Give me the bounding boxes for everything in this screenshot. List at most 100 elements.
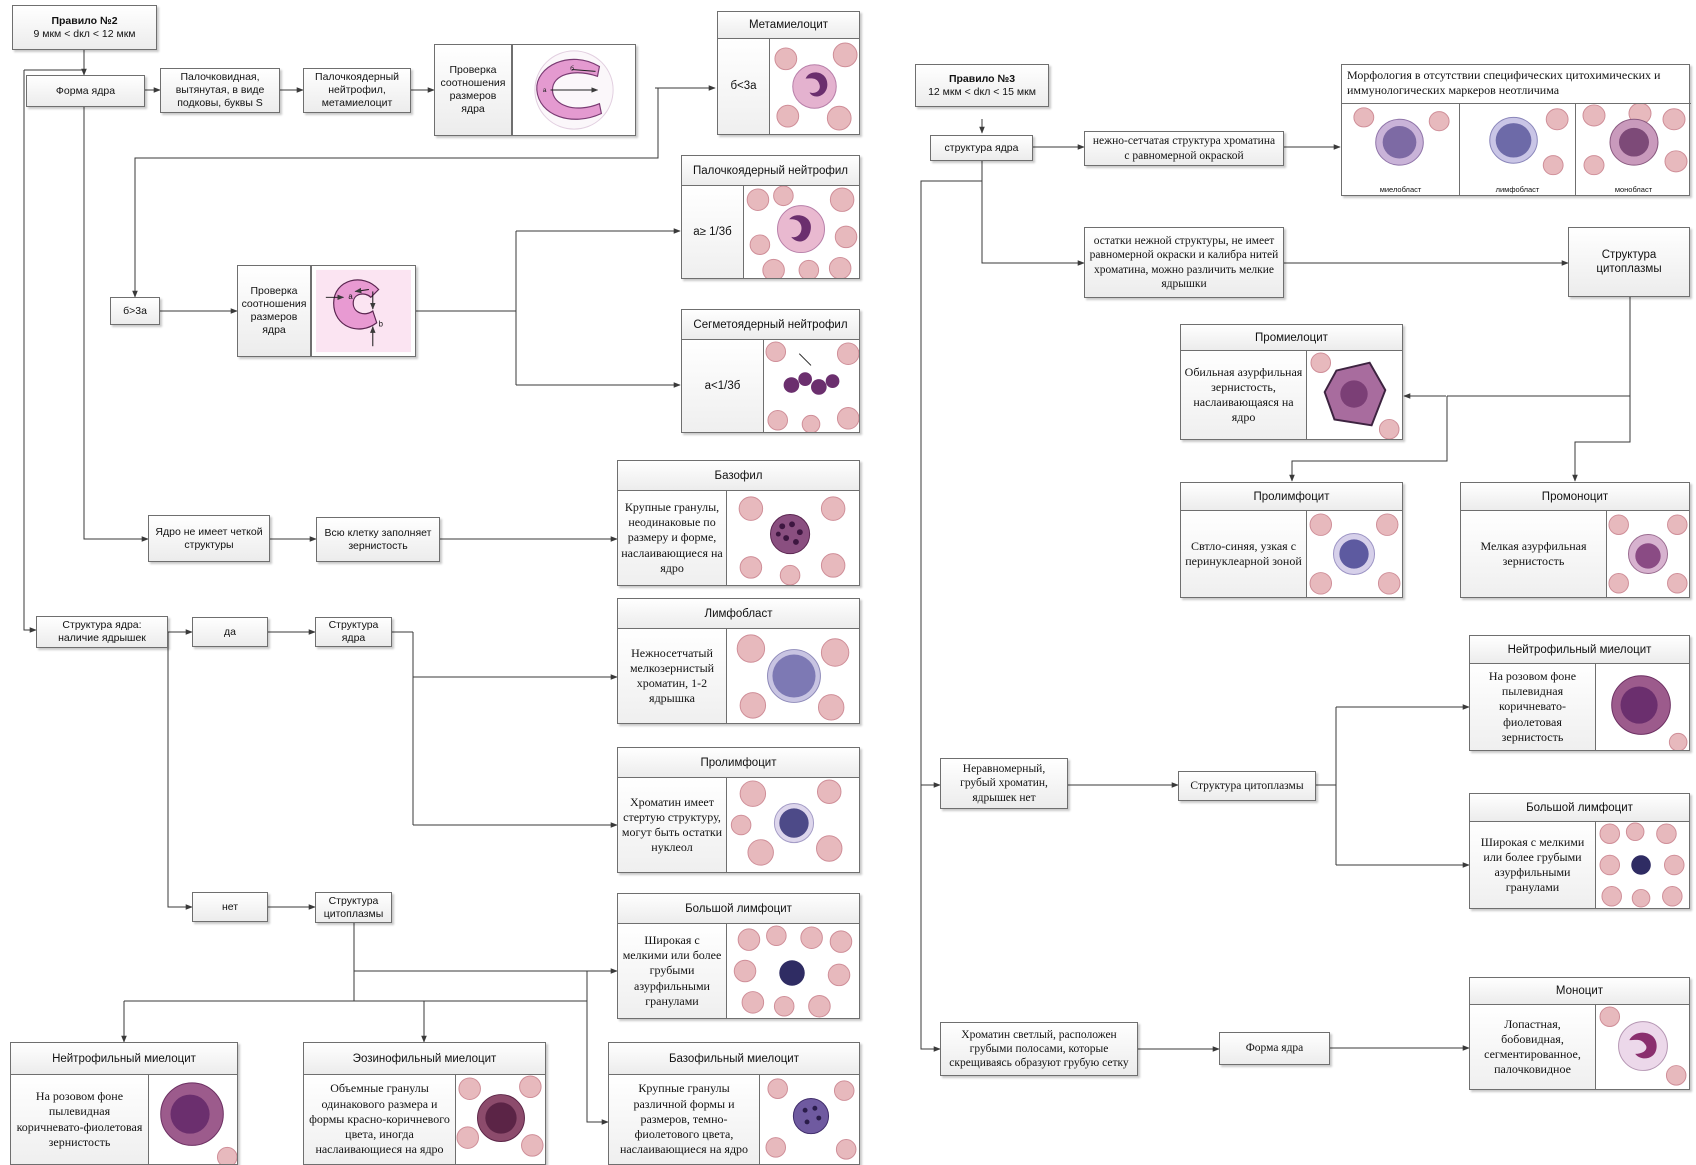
myeloblast-image: миелобласт — [1342, 103, 1460, 195]
card-promonocyte[interactable]: Промоноцит Мелкая азурфильная зернистост… — [1460, 482, 1690, 598]
b-gt-3a-node[interactable]: б>3а — [110, 297, 160, 325]
cytoplasm-structure-node-2[interactable]: Структура цитоплазмы — [1178, 771, 1316, 801]
band-metamyelocyte-node[interactable]: Палочкоядерный нейтрофил, метамиелоцит — [303, 68, 411, 113]
check-ratio-node-2[interactable]: Проверка соотношения размеров ядра — [237, 265, 311, 357]
no-node[interactable]: нет — [192, 892, 268, 922]
card-large-lymphocyte-left[interactable]: Большой лимфоцит Широкая с мелкими или б… — [617, 893, 860, 1019]
card-large-lymphocyte-right[interactable]: Большой лимфоцит Широкая с мелкими или б… — [1469, 793, 1690, 909]
card-title: Палочкоядерный нейтрофил — [682, 156, 859, 186]
nucleus-ratio-diagram-1: б а — [512, 44, 636, 136]
cell-micrograph — [1607, 511, 1689, 597]
cell-micrograph — [727, 924, 859, 1018]
diagram2-letter-b: b — [379, 320, 384, 329]
card-lymphoblast[interactable]: Лимфобласт Нежносетчатый мелкозернистый … — [617, 598, 860, 724]
lymphoblast-caption: лимфобласт — [1495, 185, 1540, 194]
card-desc: Мелкая азурфильная зернистость — [1461, 511, 1607, 597]
nucleus-structure-question-node[interactable]: Структура ядра: наличие ядрышек — [36, 616, 168, 648]
diagram2-letter-a: a — [348, 292, 353, 301]
diagram1-letter-b: б — [570, 64, 574, 72]
cell-micrograph — [744, 186, 859, 278]
card-desc: Хроматин имеет стертую структуру, могут … — [618, 778, 727, 872]
card-desc: Обильная азурфильная зернистость, наслаи… — [1181, 351, 1307, 439]
cell-micrograph — [456, 1075, 545, 1164]
cell-micrograph — [1596, 664, 1689, 750]
cell-micrograph — [764, 340, 859, 432]
cell-micrograph — [727, 778, 859, 872]
card-title: Моноцит — [1470, 978, 1689, 1005]
card-title: Эозинофильный миелоцит — [304, 1043, 545, 1075]
card-desc: Крупные гранулы, неодинаковые по размеру… — [618, 491, 727, 585]
card-eosinophil-myelocyte[interactable]: Эозинофильный миелоцит Объемные гранулы … — [303, 1042, 546, 1165]
card-desc: На розовом фоне пылевидная коричневато-ф… — [11, 1075, 149, 1164]
nucleus-form-node-right[interactable]: Форма ядра — [1219, 1032, 1330, 1065]
card-title: Промоноцит — [1461, 483, 1689, 511]
card-basophil[interactable]: Базофил Крупные гранулы, неодинаковые по… — [617, 460, 860, 586]
monoblast-caption: монобласт — [1614, 185, 1653, 194]
card-desc: Объемные гранулы одинакового размера и ф… — [304, 1075, 456, 1164]
card-desc: Крупные гранулы различной формы и размер… — [609, 1075, 760, 1164]
card-title: Нейтрофильный миелоцит — [1470, 636, 1689, 664]
lymphoblast-image: лимфобласт — [1460, 103, 1576, 195]
rule2-range: 9 мкм < dкл < 12 мкм — [33, 27, 136, 40]
morphology-header: Морфология в отсутствии специфических ци… — [1347, 68, 1661, 97]
card-desc: Свтло-синяя, узкая с перинуклеарной зоно… — [1181, 511, 1307, 597]
myeloblast-caption: миелобласт — [1379, 185, 1422, 194]
rule3-header: Правило №3 12 мкм < dкл < 15 мкм — [915, 64, 1049, 107]
rule2-title: Правило №2 — [51, 14, 118, 27]
rod-shaped-node[interactable]: Палочковидная, вытянутая, в виде подковы… — [160, 68, 280, 113]
rule2-header: Правило №2 9 мкм < dкл < 12 мкм — [12, 5, 157, 50]
no-clear-structure-node[interactable]: Ядро не имеет четкой структуры — [148, 515, 270, 562]
cell-micrograph — [1307, 351, 1402, 439]
nucleus-structure-node[interactable]: Структура ядра — [315, 617, 392, 647]
fine-mesh-chromatin-node[interactable]: нежно-сетчатая структура хроматина с рав… — [1084, 131, 1284, 166]
card-neutrophil-myelocyte-right[interactable]: Нейтрофильный миелоцит На розовом фоне п… — [1469, 635, 1690, 751]
card-title: Большой лимфоцит — [618, 894, 859, 924]
card-prolymphocyte-right[interactable]: Пролимфоцит Свтло-синяя, узкая с перинук… — [1180, 482, 1403, 598]
card-metamyelocyte[interactable]: Метамиелоцит б<3а — [717, 11, 860, 135]
nucleus-structure-node-right[interactable]: структура ядра — [930, 135, 1033, 161]
card-desc: б<3а — [718, 39, 770, 134]
cell-micrograph — [727, 629, 859, 723]
card-prolymphocyte-left[interactable]: Пролимфоцит Хроматин имеет стертую струк… — [617, 747, 860, 873]
monoblast-image: монобласт — [1576, 103, 1691, 195]
card-title: Нейтрофильный миелоцит — [11, 1043, 237, 1075]
card-title: Лимфобласт — [618, 599, 859, 629]
light-chromatin-node[interactable]: Хроматин светлый, расположен грубыми пол… — [940, 1022, 1138, 1076]
card-monocyte[interactable]: Моноцит Лопастная, бобовидная, сегментир… — [1469, 977, 1690, 1090]
diagram1-letter-a: а — [543, 87, 547, 94]
card-desc: Лопастная, бобовидная, сегментированное,… — [1470, 1005, 1596, 1089]
blast-morphology-panel: Морфология в отсутствии специфических ци… — [1341, 64, 1691, 196]
cell-micrograph — [1596, 822, 1689, 908]
card-title: Пролимфоцит — [618, 748, 859, 778]
card-segmented-neutrophil[interactable]: Сегметоядерный нейтрофил а<1/3б — [681, 309, 860, 433]
cell-micrograph — [760, 1075, 859, 1164]
cell-micrograph — [770, 39, 859, 134]
nucleus-ratio-diagram-2: a b — [311, 265, 416, 357]
card-neutrophil-myelocyte-left[interactable]: Нейтрофильный миелоцит На розовом фоне п… — [10, 1042, 238, 1165]
cell-micrograph — [1596, 1005, 1689, 1089]
cell-micrograph — [1307, 511, 1402, 597]
cytoplasm-structure-node-1[interactable]: Структура цитоплазмы — [1568, 227, 1690, 297]
nucleus-form-node[interactable]: Форма ядра — [26, 75, 145, 107]
card-desc: а≥ 1/3б — [682, 186, 744, 278]
granularity-fills-node[interactable]: Всю клетку заполняет зернистость — [316, 517, 440, 562]
yes-node[interactable]: да — [192, 617, 268, 647]
remnants-structure-node[interactable]: остатки нежной структуры, не имеет равно… — [1084, 227, 1284, 298]
card-title: Метамиелоцит — [718, 12, 859, 39]
rule3-range: 12 мкм < dкл < 15 мкм — [928, 85, 1036, 98]
uneven-chromatin-node[interactable]: Неравномерный, грубый хроматин, ядрышек … — [940, 758, 1068, 809]
card-title: Базофил — [618, 461, 859, 491]
cytoplasm-structure-node-left[interactable]: Структура цитоплазмы — [315, 892, 392, 923]
card-promyelocyte[interactable]: Промиелоцит Обильная азурфильная зернист… — [1180, 324, 1403, 440]
card-title: Большой лимфоцит — [1470, 794, 1689, 822]
card-basophil-myelocyte[interactable]: Базофильный миелоцит Крупные гранулы раз… — [608, 1042, 860, 1165]
rule3-title: Правило №3 — [948, 72, 1016, 85]
card-desc: Широкая с мелкими или более грубыми азур… — [618, 924, 727, 1018]
card-title: Базофильный миелоцит — [609, 1043, 859, 1075]
card-desc: Широкая с мелкими или более грубыми азур… — [1470, 822, 1596, 908]
check-ratio-node-1[interactable]: Проверка соотношения размеров ядра — [434, 44, 512, 136]
card-title: Пролимфоцит — [1181, 483, 1402, 511]
cell-micrograph — [149, 1075, 237, 1164]
card-band-neutrophil[interactable]: Палочкоядерный нейтрофил а≥ 1/3б — [681, 155, 860, 279]
